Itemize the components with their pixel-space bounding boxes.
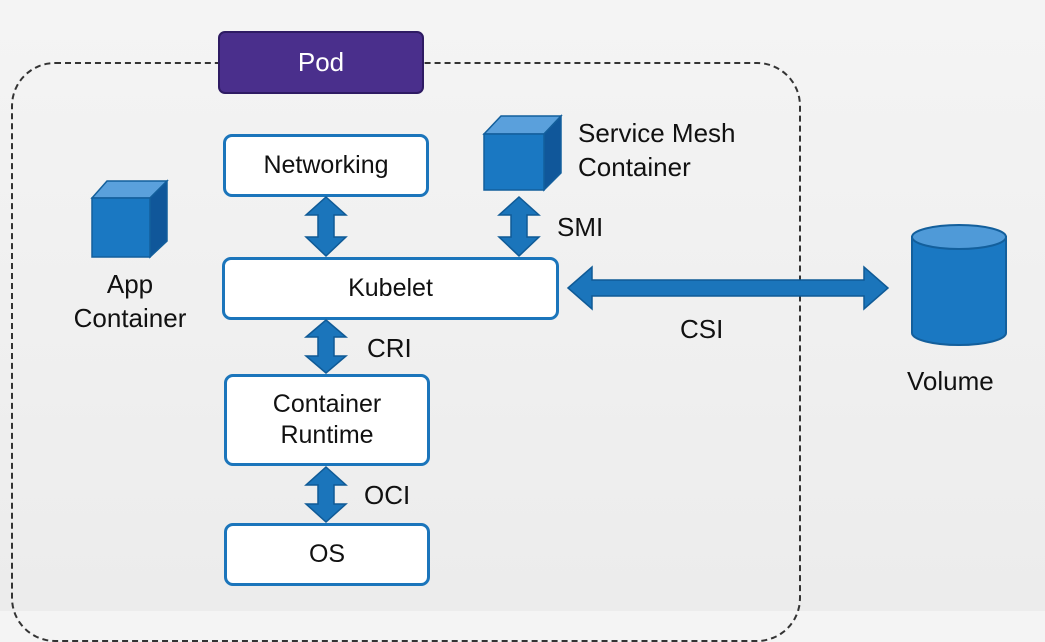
networking-label: Networking [263, 150, 389, 179]
smi-arrow [497, 195, 541, 258]
os-box: OS [224, 523, 430, 586]
kubelet-label: Kubelet [348, 273, 433, 302]
container-runtime-box: Container Runtime [224, 374, 430, 466]
diagram-graphics [90, 114, 1007, 524]
csi-arrow [566, 265, 890, 311]
volume-cylinder-icon [911, 224, 1007, 346]
cri-label: CRI [367, 333, 412, 363]
oci-arrow [304, 465, 348, 524]
container-runtime-label: Container Runtime [272, 389, 382, 449]
os-label: OS [308, 539, 346, 568]
volume-label: Volume [907, 366, 994, 396]
networking-box: Networking [223, 134, 429, 197]
app-container-label: App Container [73, 269, 187, 333]
smi-label: SMI [557, 212, 604, 242]
kubelet-box: Kubelet [222, 257, 559, 320]
csi-label: CSI [680, 314, 724, 344]
service-mesh-label: Service Mesh Container [578, 118, 736, 182]
app-container-cube-icon [90, 179, 169, 259]
cri-arrow [303, 319, 349, 374]
oci-label: OCI [364, 480, 411, 510]
networking-kubelet-arrow [304, 195, 348, 258]
service-mesh-cube-icon [482, 114, 563, 192]
pod-label: Pod [218, 31, 424, 94]
